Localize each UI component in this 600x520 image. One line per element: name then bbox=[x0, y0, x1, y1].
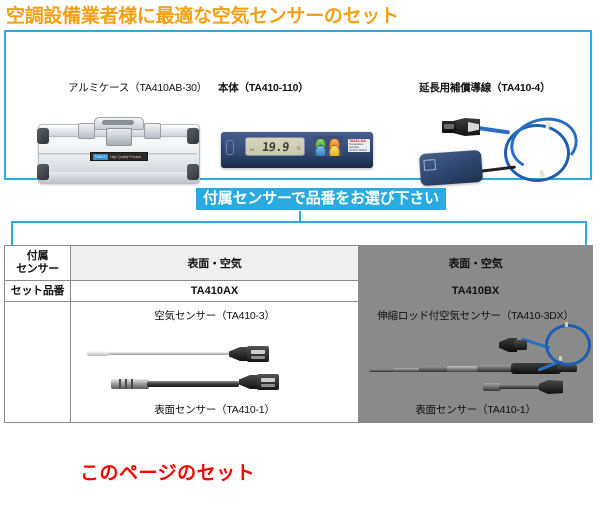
rod-cable-tie-bottom bbox=[559, 356, 562, 361]
wire-coil-outer bbox=[504, 124, 570, 182]
wire-connector-tip bbox=[468, 122, 479, 132]
rod-tail bbox=[557, 365, 577, 372]
sku-value-a: TA410AX bbox=[70, 280, 359, 302]
surface-probe-plug bbox=[239, 374, 279, 390]
selection-banner: 付属センサーで品番をお選び下さい bbox=[196, 188, 446, 210]
plug-cone bbox=[239, 375, 259, 389]
case-latch-right bbox=[144, 123, 161, 139]
bracket-drop-left bbox=[11, 221, 13, 245]
rod-segment-3 bbox=[419, 367, 449, 372]
meter-brand-subtext: Temperature Humidity bbox=[349, 143, 364, 150]
surface-probe-ring-3 bbox=[131, 379, 133, 389]
plug-slot-lower bbox=[261, 384, 275, 387]
case-handle-hole bbox=[102, 120, 134, 125]
row-header-set-number: セット品番 bbox=[4, 280, 71, 302]
table-row-sensors: 空気センサー（TA410-3） bbox=[4, 301, 593, 423]
plug-slot-upper bbox=[251, 350, 265, 354]
plug-slot-lower bbox=[251, 356, 265, 359]
column-header-b: 表面・空気 bbox=[358, 245, 593, 281]
plug-head bbox=[514, 340, 527, 350]
bracket-stem bbox=[299, 211, 301, 222]
plug-cone bbox=[229, 347, 249, 361]
sku-value-b: TA410BX bbox=[358, 280, 593, 302]
wire-junction-block bbox=[418, 149, 484, 187]
air-probe-shaft bbox=[87, 352, 229, 355]
surface-sensor-probe-photo bbox=[111, 374, 283, 392]
table-row-sku: セット品番 TA410AX TA410BX bbox=[4, 280, 593, 302]
rod-segment-5 bbox=[477, 365, 513, 372]
air-probe-tip bbox=[87, 351, 109, 356]
air-sensor-probe-photo bbox=[87, 346, 273, 362]
surface-probe-tube bbox=[111, 379, 149, 389]
product-label-main-unit: 本体（TA410-110） bbox=[218, 82, 309, 94]
rod-grip bbox=[511, 363, 561, 374]
meter-lcd-display: 19.9 ℃ IN bbox=[245, 137, 305, 156]
plug-head bbox=[247, 346, 269, 362]
rod-segment-4 bbox=[447, 366, 479, 372]
aluminium-case-photo: TASCO High Quality Product bbox=[37, 114, 200, 186]
case-brand-logo: TASCO bbox=[93, 153, 108, 160]
rod-cable-plug bbox=[499, 338, 529, 352]
case-latch-left bbox=[78, 123, 95, 139]
plug-cone bbox=[499, 338, 517, 352]
sensor-cell-a: 空気センサー（TA410-3） bbox=[70, 301, 359, 423]
surface-sensor-probe-photo-b bbox=[483, 380, 565, 394]
meter-front-face bbox=[221, 156, 373, 168]
lcd-unit: ℃ bbox=[295, 146, 301, 151]
wire-connector-slot bbox=[444, 124, 454, 129]
product-label-case: アルミケース（TA410AB-30） bbox=[68, 82, 208, 94]
product-label-extension-wire: 延長用補償導線（TA410-4） bbox=[419, 82, 551, 94]
meter-grip bbox=[226, 140, 234, 155]
case-brand-text: High Quality Product bbox=[110, 154, 141, 159]
extension-wire-photo bbox=[418, 108, 588, 196]
row-header-blank bbox=[4, 301, 71, 423]
telescoping-rod-sensor-photo bbox=[369, 322, 591, 398]
wire-junction-port bbox=[423, 159, 437, 171]
row-header-line2: センサー bbox=[16, 263, 59, 275]
meter-model-text: TA410-110 bbox=[349, 139, 366, 143]
bracket-rail bbox=[11, 221, 587, 223]
meter-brand-name: TASCO JAPAN bbox=[349, 149, 367, 152]
rod-cable-tie-top bbox=[565, 322, 568, 327]
surface-probe-tube-b bbox=[483, 383, 501, 391]
surface-probe-shaft-b bbox=[499, 385, 545, 389]
footer-note: このページのセット bbox=[80, 463, 256, 484]
plug-slot-upper bbox=[261, 378, 275, 382]
caption-surface-sensor-a: 表面センサー（TA410-1） bbox=[154, 404, 275, 416]
case-corner-top-left bbox=[37, 128, 49, 144]
wire-connector bbox=[442, 118, 480, 138]
lcd-sub-indicator: IN bbox=[250, 147, 254, 152]
case-bottom-rail bbox=[40, 172, 196, 181]
row-header-included-sensor: 付属 センサー bbox=[4, 245, 71, 281]
caption-air-sensor-a: 空気センサー（TA410-3） bbox=[154, 310, 275, 322]
rod-cable-coil bbox=[545, 324, 591, 366]
surface-probe-ring-2 bbox=[125, 379, 127, 389]
rod-segment-2 bbox=[393, 368, 421, 372]
surface-probe-ring-1 bbox=[119, 379, 121, 389]
column-header-a: 表面・空気 bbox=[70, 245, 359, 281]
top-product-box: アルミケース（TA410AB-30） 本体（TA410-110） 延長用補償導線… bbox=[4, 30, 592, 187]
case-corner-bottom-right bbox=[187, 164, 199, 180]
air-probe-plug bbox=[229, 346, 269, 362]
surface-probe-shaft bbox=[147, 381, 239, 387]
bracket-drop-right bbox=[585, 221, 587, 245]
case-latch-center bbox=[106, 128, 132, 146]
page-title: 空調設備業者様に最適な空気センサーのセット bbox=[6, 6, 400, 28]
case-nameplate: TASCO High Quality Product bbox=[90, 152, 148, 161]
row-header-line1: 付属 bbox=[26, 250, 49, 262]
sensor-cell-b: 伸縮ロッド付空気センサー（TA410-3DX） bbox=[358, 301, 593, 423]
case-corner-top-right bbox=[187, 128, 199, 144]
caption-air-sensor-b: 伸縮ロッド付空気センサー（TA410-3DX） bbox=[377, 310, 574, 322]
main-unit-meter-photo: 19.9 ℃ IN TA410-110 Temperature Humidity… bbox=[221, 116, 373, 178]
plug-head bbox=[257, 374, 279, 390]
caption-surface-sensor-b: 表面センサー（TA410-1） bbox=[415, 404, 536, 416]
table-row-header: 付属 センサー 表面・空気 表面・空気 bbox=[4, 245, 593, 281]
meter-brand-label: TA410-110 Temperature Humidity TASCO JAP… bbox=[348, 139, 370, 152]
rod-segment-1 bbox=[369, 369, 395, 372]
sensor-set-table: 付属 センサー 表面・空気 表面・空気 セット品番 TA410AX TA410B… bbox=[4, 245, 593, 423]
wire-connector-body bbox=[452, 118, 480, 136]
case-corner-bottom-left bbox=[37, 164, 49, 180]
lcd-value: 19.9 bbox=[260, 139, 290, 154]
surface-probe-plug-b bbox=[539, 380, 563, 394]
